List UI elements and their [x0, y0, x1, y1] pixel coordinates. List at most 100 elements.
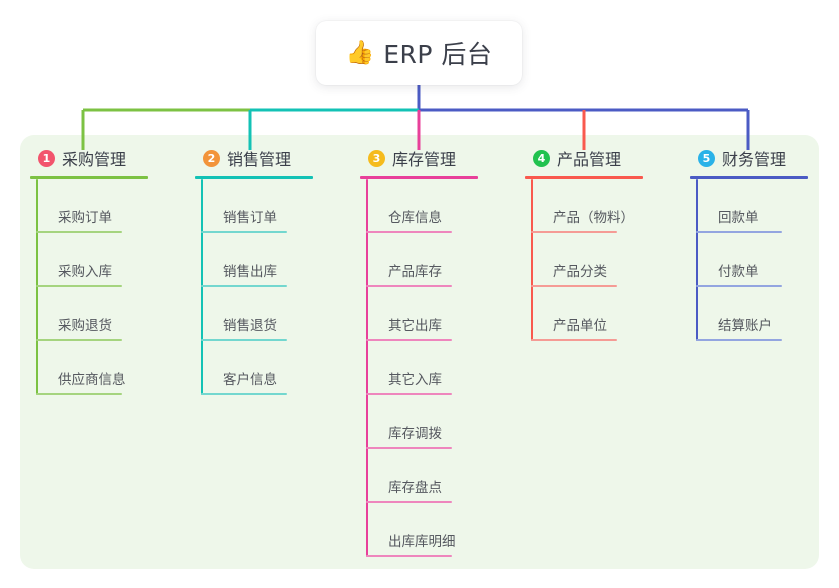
leaf-item[interactable]: 供应商信息: [36, 341, 185, 395]
leaf-item[interactable]: 客户信息: [201, 341, 350, 395]
leaf-item[interactable]: 产品分类: [531, 233, 680, 287]
branch-underline: [30, 176, 148, 179]
branch-4[interactable]: 4 产品管理产品（物料） 产品分类产品单位: [515, 135, 680, 569]
branch-header-4[interactable]: 4 产品管理: [515, 145, 680, 171]
branch-underline: [690, 176, 808, 179]
diagram-panel: [20, 135, 819, 569]
branch-title: 财务管理: [722, 150, 787, 169]
branch-number-badge: 5: [698, 149, 715, 167]
leaf-label: 销售订单: [223, 210, 277, 227]
branch-header-5[interactable]: 5 财务管理: [680, 145, 819, 171]
branch-underline: [360, 176, 478, 179]
leaf-underline: [531, 339, 617, 341]
branch-title: 库存管理: [392, 150, 457, 169]
thumbs-up-icon: 👍: [345, 39, 375, 66]
leaf-label: 产品单位: [553, 318, 607, 335]
leaf-label: 回款单: [718, 210, 759, 227]
leaf-item[interactable]: 采购退货: [36, 287, 185, 341]
branch-title: 产品管理: [557, 150, 622, 169]
leaf-label: 出库库明细: [388, 534, 456, 551]
branch-3[interactable]: 3 库存管理仓库信息产品库存其它出库其它入库库存调拨库存盘点出库库明细: [350, 135, 515, 569]
leaf-underline: [366, 393, 452, 395]
leaf-label: 库存盘点: [388, 480, 442, 497]
leaf-item[interactable]: 产品库存: [366, 233, 515, 287]
leaf-label: 付款单: [718, 264, 759, 281]
leaf-underline: [36, 393, 122, 395]
leaf-underline: [201, 393, 287, 395]
branch-2[interactable]: 2 销售管理销售订单销售出库销售退货客户信息: [185, 135, 350, 569]
leaf-underline: [366, 339, 452, 341]
branch-header-3[interactable]: 3 库存管理: [350, 145, 515, 171]
leaf-label: 其它入库: [388, 372, 442, 389]
leaf-underline: [201, 285, 287, 287]
leaf-item[interactable]: 产品（物料）: [531, 179, 680, 233]
leaf-item[interactable]: 销售出库: [201, 233, 350, 287]
leaf-stem: [36, 179, 38, 395]
leaf-underline: [366, 231, 452, 233]
branch-number-badge: 3: [368, 149, 385, 167]
leaf-label: 仓库信息: [388, 210, 442, 227]
leaf-stem: [531, 179, 533, 341]
leaf-underline: [366, 501, 452, 503]
leaf-stem: [366, 179, 368, 557]
leaf-item[interactable]: 采购入库: [36, 233, 185, 287]
leaf-underline: [366, 447, 452, 449]
leaf-underline: [696, 285, 782, 287]
leaf-list: 销售订单销售出库销售退货客户信息: [201, 179, 350, 395]
leaf-item[interactable]: 结算账户: [696, 287, 819, 341]
leaf-item[interactable]: 回款单: [696, 179, 819, 233]
leaf-item[interactable]: 库存调拨: [366, 395, 515, 449]
leaf-item[interactable]: 仓库信息: [366, 179, 515, 233]
leaf-list: 采购订单采购入库采购退货供应商信息: [36, 179, 185, 395]
leaf-label: 采购退货: [58, 318, 112, 335]
branch-number-badge: 2: [203, 149, 220, 167]
leaf-item[interactable]: 库存盘点: [366, 449, 515, 503]
leaf-underline: [531, 231, 617, 233]
leaf-item[interactable]: 销售订单: [201, 179, 350, 233]
branch-underline: [195, 176, 313, 179]
leaf-list: 回款单付款单结算账户: [696, 179, 819, 341]
root-title: ERP 后台: [383, 40, 493, 69]
leaf-item[interactable]: 付款单: [696, 233, 819, 287]
leaf-stem: [201, 179, 203, 395]
leaf-label: 销售退货: [223, 318, 277, 335]
leaf-label: 采购订单: [58, 210, 112, 227]
leaf-label: 产品分类: [553, 264, 607, 281]
leaf-label: 销售出库: [223, 264, 277, 281]
leaf-underline: [696, 339, 782, 341]
leaf-item[interactable]: 产品单位: [531, 287, 680, 341]
branch-title: 采购管理: [62, 150, 127, 169]
leaf-underline: [531, 285, 617, 287]
leaf-label: 其它出库: [388, 318, 442, 335]
leaf-item[interactable]: 其它入库: [366, 341, 515, 395]
leaf-item[interactable]: 销售退货: [201, 287, 350, 341]
branch-header-2[interactable]: 2 销售管理: [185, 145, 350, 171]
leaf-underline: [36, 231, 122, 233]
leaf-item[interactable]: 其它出库: [366, 287, 515, 341]
root-node[interactable]: 👍 ERP 后台: [316, 21, 522, 85]
leaf-label: 采购入库: [58, 264, 112, 281]
leaf-label: 结算账户: [718, 318, 772, 335]
leaf-list: 产品（物料） 产品分类产品单位: [531, 179, 680, 341]
leaf-label: 产品（物料）: [553, 210, 634, 227]
leaf-list: 仓库信息产品库存其它出库其它入库库存调拨库存盘点出库库明细: [366, 179, 515, 557]
leaf-underline: [36, 339, 122, 341]
leaf-underline: [696, 231, 782, 233]
branch-5[interactable]: 5 财务管理回款单付款单结算账户: [680, 135, 819, 569]
leaf-item[interactable]: 出库库明细: [366, 503, 515, 557]
leaf-label: 客户信息: [223, 372, 277, 389]
leaf-underline: [366, 285, 452, 287]
leaf-underline: [201, 231, 287, 233]
branch-title: 销售管理: [227, 150, 292, 169]
leaf-item[interactable]: 采购订单: [36, 179, 185, 233]
leaf-underline: [366, 555, 452, 557]
leaf-label: 供应商信息: [58, 372, 126, 389]
leaf-label: 库存调拨: [388, 426, 442, 443]
leaf-underline: [36, 285, 122, 287]
leaf-stem: [696, 179, 698, 341]
leaf-label: 产品库存: [388, 264, 442, 281]
branch-number-badge: 4: [533, 149, 550, 167]
